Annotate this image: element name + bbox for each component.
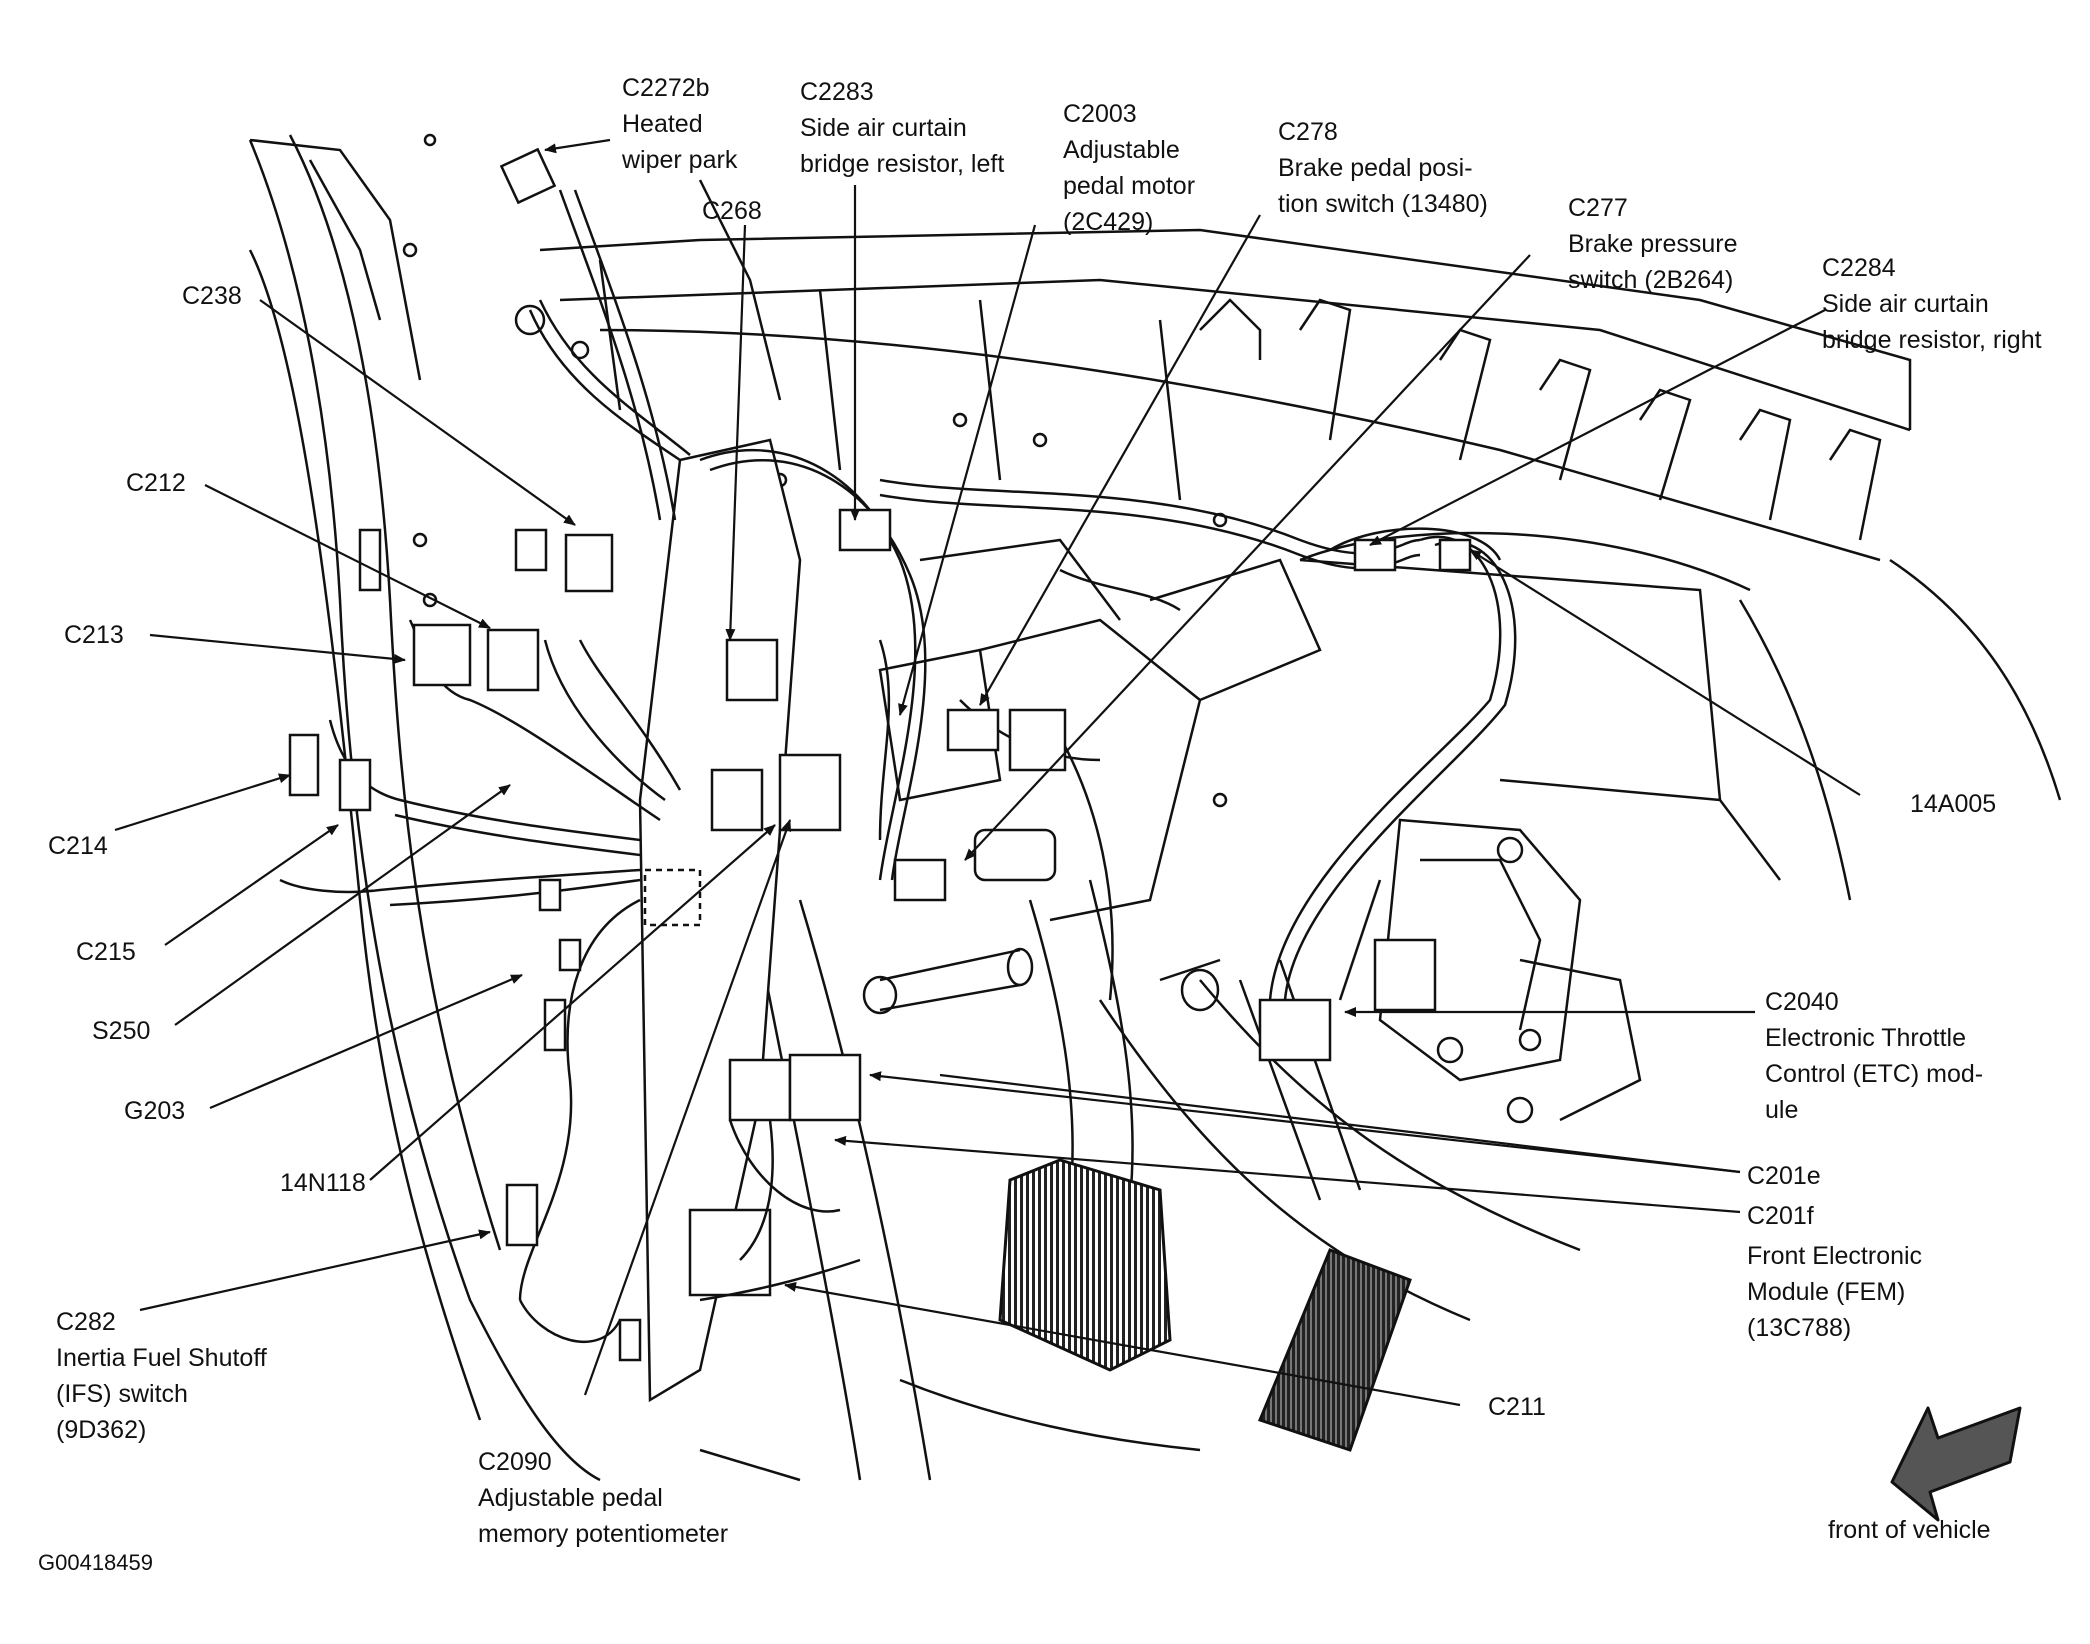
brake-pedal bbox=[998, 1158, 1172, 1372]
label-s250: S250 bbox=[92, 1017, 151, 1045]
label-c278: C278 Brake pedal posi- tion switch (1348… bbox=[1278, 118, 1488, 218]
leader-c212 bbox=[204, 484, 491, 629]
leader-c215 bbox=[164, 824, 339, 946]
label-fem: Front Electronic Module (FEM) (13C788) bbox=[1747, 1242, 1923, 1342]
leader-c238 bbox=[259, 299, 576, 526]
label-c214: C214 bbox=[48, 832, 108, 860]
leader-14n118 bbox=[369, 824, 776, 1181]
leader-c282 bbox=[139, 1229, 491, 1312]
label-c277: C277 Brake pressure switch (2B264) bbox=[1568, 194, 1738, 294]
label-c282: C282 Inertia Fuel Shutoff (IFS) switch (… bbox=[56, 1308, 267, 1444]
front-direction-arrow-icon bbox=[1890, 1406, 2022, 1522]
label-14n118: 14N118 bbox=[280, 1169, 366, 1197]
leader-c2090 bbox=[583, 819, 792, 1396]
leader-14a005 bbox=[1469, 549, 1861, 796]
leader-c277 bbox=[964, 254, 1531, 861]
connectors bbox=[288, 147, 1472, 1362]
leader-c201e bbox=[869, 1071, 1741, 1174]
label-c268: C268 bbox=[702, 197, 762, 225]
label-c2040: C2040 Electronic Throttle Control (ETC) … bbox=[1765, 988, 1984, 1124]
leader-c2003 bbox=[898, 224, 1037, 716]
label-g203: G203 bbox=[124, 1097, 186, 1125]
leader-g203 bbox=[209, 973, 523, 1110]
label-c212: C212 bbox=[126, 469, 186, 497]
leader-c214 bbox=[114, 773, 291, 832]
leader-c201f bbox=[834, 1135, 1741, 1214]
leader-c278 bbox=[979, 214, 1261, 706]
leader-c2272b bbox=[544, 138, 611, 154]
leader-lines bbox=[114, 138, 1861, 1407]
label-c2283: C2283 Side air curtain bridge resistor, … bbox=[800, 78, 1005, 178]
label-c2272b: C2272b Heated wiper park bbox=[622, 74, 738, 174]
label-14a005: 14A005 bbox=[1910, 790, 1997, 818]
label-c2003: C2003 Adjustable pedal motor (2C429) bbox=[1063, 100, 1196, 236]
accelerator-pedal bbox=[1258, 1248, 1412, 1452]
leader-c268 bbox=[725, 224, 747, 641]
label-c201e: C201e bbox=[1747, 1162, 1821, 1190]
label-c211: C211 bbox=[1488, 1393, 1546, 1421]
figure-id: G00418459 bbox=[38, 1550, 153, 1575]
front-electronic-module-panel bbox=[638, 438, 862, 1403]
leader-c211 bbox=[784, 1282, 1461, 1407]
body-structure bbox=[248, 133, 2062, 1482]
leader-c2284 bbox=[1369, 309, 1826, 546]
wiring-harness bbox=[279, 189, 1517, 1344]
label-c215: C215 bbox=[76, 938, 136, 966]
label-front-of-vehicle: front of vehicle bbox=[1828, 1516, 1991, 1544]
label-c213: C213 bbox=[64, 621, 124, 649]
label-c2284: C2284 Side air curtain bridge resistor, … bbox=[1822, 254, 2042, 354]
leader-c213 bbox=[149, 633, 406, 664]
label-c201f: C201f bbox=[1747, 1202, 1814, 1230]
leader-s250 bbox=[174, 784, 511, 1026]
label-c238: C238 bbox=[182, 282, 242, 310]
label-c2090: C2090 Adjustable pedal memory potentiome… bbox=[478, 1448, 729, 1548]
